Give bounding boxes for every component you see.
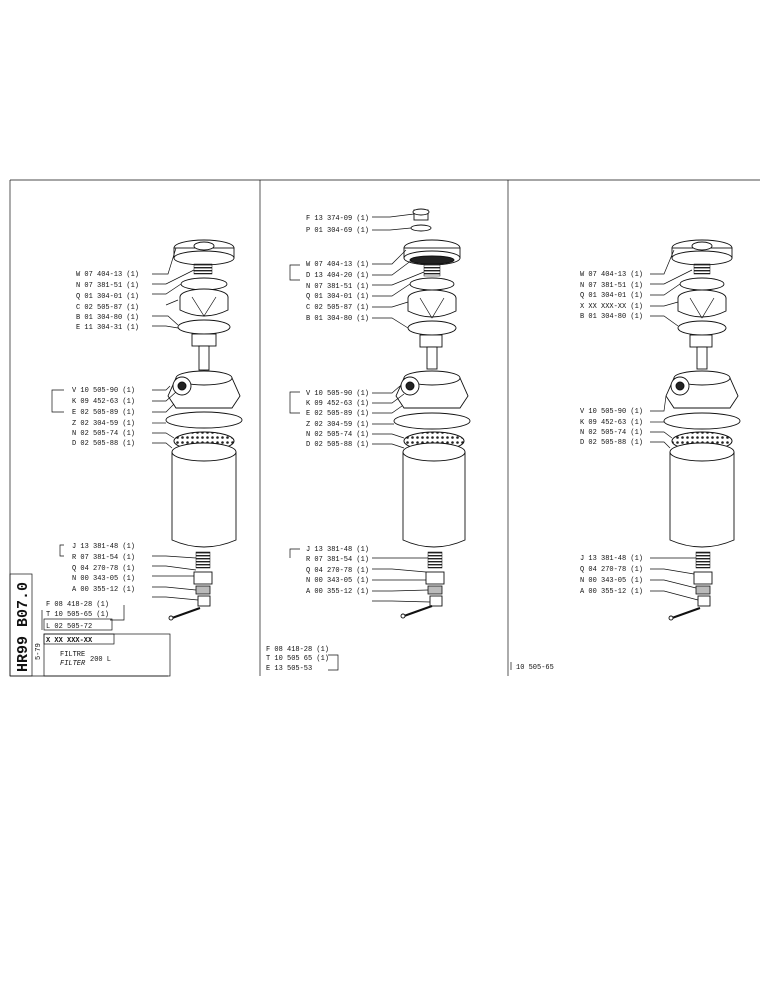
title-fr: FILTRE <box>60 651 85 659</box>
part-label: E 02 505-89 (1) <box>72 409 135 417</box>
title-en: FILTER <box>60 660 86 668</box>
title-block: HR99 B07.0 5-79 X XX XXX-XX FILTRE FILTE… <box>9 573 171 677</box>
part-label: B 01 304-80 (1) <box>76 314 139 322</box>
part-label: D 02 505-88 (1) <box>72 440 135 448</box>
part-label: K 09 452-63 (1) <box>580 419 643 427</box>
column-1-labels-mid: V 10 505-90 (1) K 09 452-63 (1) E 02 505… <box>72 387 135 448</box>
column-3-labels-top: W 07 404-13 (1) N 07 381-51 (1) Q 01 304… <box>580 271 643 321</box>
part-label: R 07 381-54 (1) <box>72 554 135 562</box>
column-3-labels-foot: 10 505-65 <box>516 664 554 672</box>
part-label: N 07 381-51 (1) <box>580 282 643 290</box>
part-label: Z 02 304-59 (1) <box>72 420 135 428</box>
part-label: Q 04 270-78 (1) <box>306 567 369 575</box>
part-label: E 02 505-89 (1) <box>306 410 369 418</box>
sheet-frame <box>9 179 760 677</box>
part-label: A 00 355-12 (1) <box>72 586 135 594</box>
part-label: C 02 505-87 (1) <box>76 304 139 312</box>
part-label: N 02 505-74 (1) <box>72 430 135 438</box>
part-label: Q 01 304-01 (1) <box>306 293 369 301</box>
part-label: K 09 452-63 (1) <box>72 398 135 406</box>
part-label: N 07 381-51 (1) <box>306 283 369 291</box>
part-number: X XX XXX-XX <box>46 637 93 645</box>
part-label: Q 01 304-01 (1) <box>580 292 643 300</box>
part-label: Z 02 304-59 (1) <box>306 421 369 429</box>
part-label: F 08 418-28 (1) <box>266 646 329 654</box>
part-label: W 07 404-13 (1) <box>76 271 139 279</box>
filter-size: 200 L <box>90 656 111 664</box>
part-label: F 08 418-28 (1) <box>46 601 109 609</box>
part-label: W 07 404-13 (1) <box>306 261 369 269</box>
column-3-drawing <box>510 239 741 670</box>
part-label: W 07 404-13 (1) <box>580 271 643 279</box>
part-label: T 10 505-65 (1) <box>46 611 109 619</box>
part-label: N 07 381-51 (1) <box>76 282 139 290</box>
column-3-labels-bot: J 13 381-48 (1) Q 04 270-78 (1) N 00 343… <box>580 555 643 596</box>
part-label: A 00 355-12 (1) <box>306 588 369 596</box>
part-label: 10 505-65 <box>516 664 554 672</box>
column-1-labels-foot: F 08 418-28 (1) T 10 505-65 (1) L 02 505… <box>43 601 113 631</box>
column-1-drawing <box>41 239 243 630</box>
part-label: F 13 374-09 (1) <box>306 215 369 223</box>
column-1-labels-top: W 07 404-13 (1) N 07 381-51 (1) Q 01 304… <box>76 271 139 332</box>
part-label: E 13 505-53 <box>266 665 312 673</box>
part-label: B 01 304-80 (1) <box>306 315 369 323</box>
part-label: D 13 404-20 (1) <box>306 272 369 280</box>
part-label: D 02 505-88 (1) <box>306 441 369 449</box>
model-code: HR99 B07.0 <box>15 582 32 672</box>
part-label: B 01 304-80 (1) <box>580 313 643 321</box>
column-3-labels-mid: V 10 505-90 (1) K 09 452-63 (1) N 02 505… <box>580 408 643 447</box>
column-2-drawing <box>289 208 471 671</box>
part-label: V 10 505-90 (1) <box>72 387 135 395</box>
part-label: J 13 381-48 (1) <box>72 543 135 551</box>
part-label: V 10 505-90 (1) <box>580 408 643 416</box>
part-label: C 02 505-87 (1) <box>306 304 369 312</box>
part-label: J 13 381-48 (1) <box>306 546 369 554</box>
column-2-labels-top: F 13 374-09 (1) P 01 304-69 (1) W 07 404… <box>306 215 369 323</box>
column-2-labels-foot: F 08 418-28 (1) T 10 505 65 (1) E 13 505… <box>266 646 329 673</box>
part-label: N 02 505-74 (1) <box>580 429 643 437</box>
part-label: A 00 355-12 (1) <box>580 588 643 596</box>
part-label: Q 04 270-78 (1) <box>580 566 643 574</box>
part-label: N 02 505-74 (1) <box>306 431 369 439</box>
part-label: E 11 304-31 (1) <box>76 324 139 332</box>
part-label: N 00 343-05 (1) <box>72 575 135 583</box>
part-label: J 13 381-48 (1) <box>580 555 643 563</box>
part-label: N 00 343-05 (1) <box>306 577 369 585</box>
part-label: R 07 381-54 (1) <box>306 556 369 564</box>
part-label: D 02 505-88 (1) <box>580 439 643 447</box>
part-label: K 09 452-63 (1) <box>306 400 369 408</box>
column-2-labels-mid: V 10 505-90 (1) K 09 452-63 (1) E 02 505… <box>306 390 369 449</box>
part-label: Q 01 304-01 (1) <box>76 293 139 301</box>
column-1-labels-bot: J 13 381-48 (1) R 07 381-54 (1) Q 04 270… <box>72 543 135 594</box>
part-label: X XX XXX-XX (1) <box>580 303 643 311</box>
part-label: N 00 343-05 (1) <box>580 577 643 585</box>
part-label: P 01 304-69 (1) <box>306 227 369 235</box>
sheet-date: 5-79 <box>35 643 43 660</box>
part-label: T 10 505 65 (1) <box>266 655 329 663</box>
part-label: Q 04 270-78 (1) <box>72 565 135 573</box>
column-2-labels-bot: J 13 381-48 (1) R 07 381-54 (1) Q 04 270… <box>306 546 369 596</box>
part-label: L 02 505-72 <box>46 623 92 631</box>
part-label: V 10 505-90 (1) <box>306 390 369 398</box>
